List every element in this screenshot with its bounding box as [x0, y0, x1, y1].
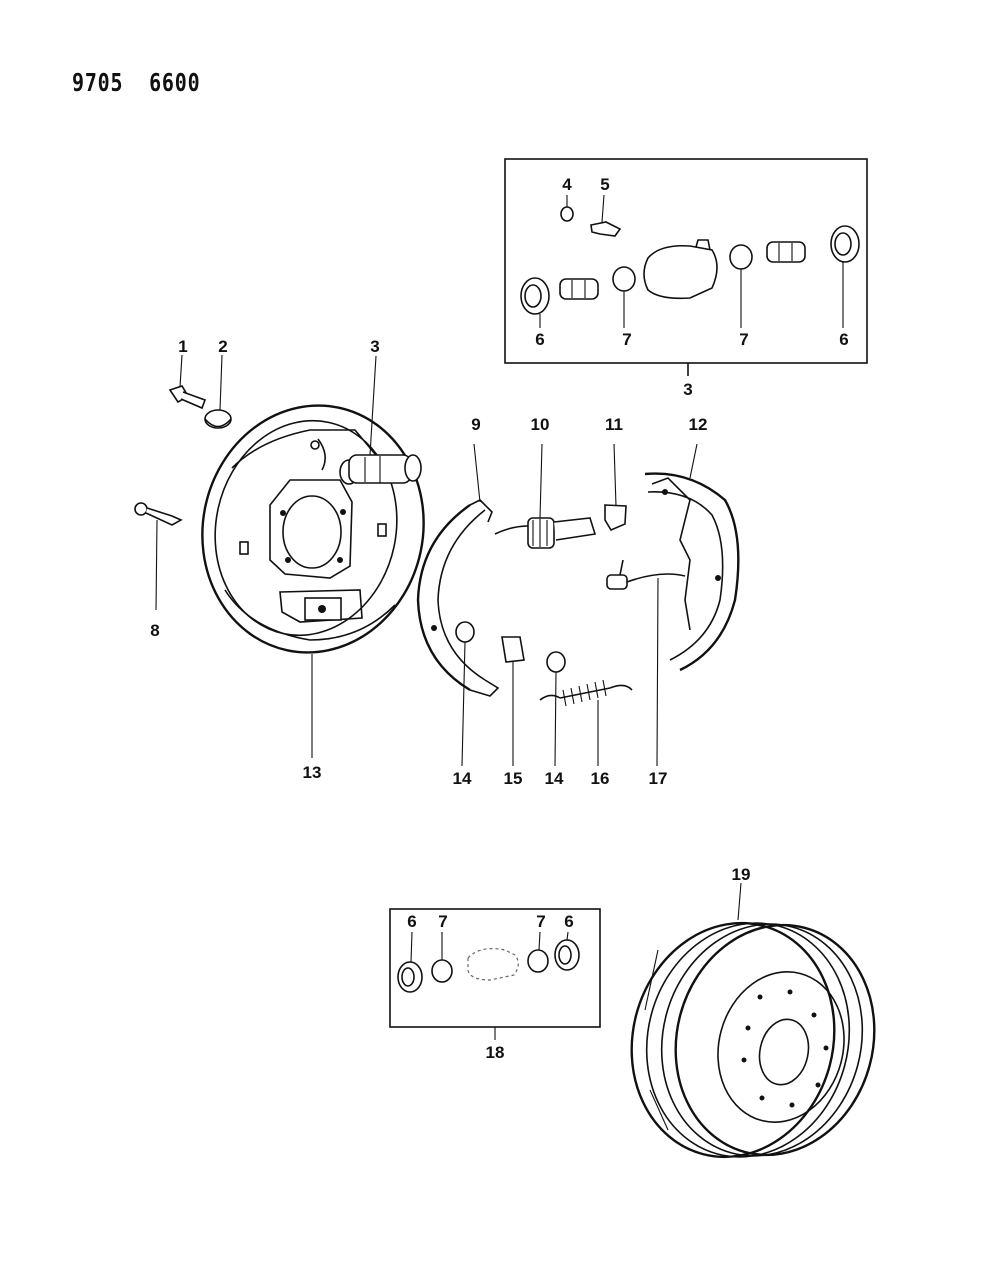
callout-2: 2 — [218, 337, 227, 356]
callout-6-kit-right: 6 — [839, 330, 848, 349]
callout-8: 8 — [150, 621, 159, 640]
part-cup-left — [612, 266, 636, 328]
part-pin-left — [455, 621, 475, 767]
diagram-code: 9705 6600 — [72, 68, 200, 97]
callout-6-repair-left: 6 — [407, 912, 416, 931]
part-piston-right — [766, 241, 806, 263]
kit-boot-right — [554, 931, 580, 971]
part-screw — [134, 502, 183, 611]
part-brake-drum — [630, 882, 876, 1159]
part-bleeder-screw — [590, 194, 622, 237]
diagram-code-right: 6600 — [149, 68, 201, 97]
kit-cup-right — [527, 931, 549, 973]
part-wheel-cylinder-mounted — [339, 355, 422, 485]
part-adjuster-lever — [604, 443, 627, 532]
part-return-spring-upper — [606, 559, 686, 767]
callout-11: 11 — [605, 415, 623, 434]
callout-4: 4 — [562, 175, 572, 194]
callout-12: 12 — [689, 415, 708, 434]
part-cylinder-body — [643, 239, 718, 300]
callout-6-repair-right: 6 — [564, 912, 573, 931]
callout-14-right: 14 — [545, 769, 564, 788]
callout-13: 13 — [303, 763, 322, 782]
callout-6-kit-left: 6 — [535, 330, 544, 349]
callout-3: 3 — [370, 337, 379, 356]
callout-10: 10 — [531, 415, 550, 434]
part-backing-plate — [201, 404, 425, 758]
part-washer — [204, 354, 232, 429]
part-adjuster-strut — [494, 443, 597, 549]
wheel-cylinder-kit-box — [504, 158, 868, 376]
part-brake-shoe-left — [416, 443, 500, 697]
part-bushing — [501, 636, 525, 766]
callout-7-repair-left: 7 — [438, 912, 447, 931]
callout-9: 9 — [471, 415, 480, 434]
part-pin-right — [546, 651, 566, 767]
callout-18: 18 — [486, 1043, 505, 1062]
part-bleeder-cap — [560, 195, 574, 222]
part-piston-left — [559, 278, 599, 300]
part-cup-right — [729, 244, 753, 328]
callout-14-left: 14 — [453, 769, 472, 788]
callout-17: 17 — [649, 769, 668, 788]
part-boot-left — [520, 277, 550, 328]
callout-7-kit-right: 7 — [739, 330, 748, 349]
kit-boot-left — [397, 931, 423, 993]
callout-16: 16 — [591, 769, 610, 788]
kit-seal-ghost — [467, 948, 519, 981]
part-bolt — [168, 354, 207, 410]
callout-1: 1 — [178, 337, 187, 356]
callout-5: 5 — [600, 175, 609, 194]
callout-7-repair-right: 7 — [536, 912, 545, 931]
callout-3-kit: 3 — [683, 380, 692, 399]
diagram-code-left: 9705 — [72, 68, 124, 97]
kit-cup-left — [431, 932, 453, 983]
callout-7-kit-left: 7 — [622, 330, 631, 349]
callout-15: 15 — [504, 769, 523, 788]
repair-kit-box — [389, 908, 601, 1040]
callout-labels: 4 5 6 7 7 6 3 1 2 3 8 13 9 10 11 12 14 1… — [150, 175, 848, 1062]
part-brake-shoe-right — [644, 443, 740, 672]
part-return-spring-lower — [539, 679, 633, 766]
part-boot-right — [830, 225, 860, 328]
callout-19: 19 — [732, 865, 751, 884]
